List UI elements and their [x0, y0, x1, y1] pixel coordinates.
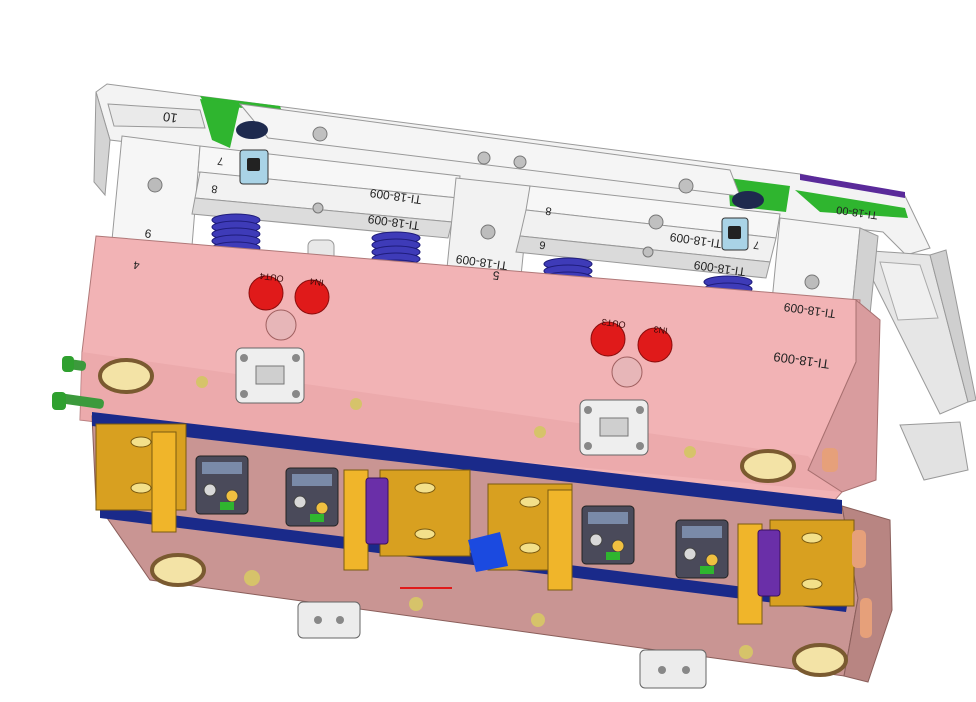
bottom-clamp-right	[639, 649, 707, 689]
port-in4	[294, 279, 330, 315]
green-edge-strip-right	[795, 190, 908, 218]
plate-label-5: 5	[492, 268, 501, 283]
ejector-unit-1	[195, 455, 249, 515]
port-in3	[637, 327, 673, 363]
main-plate	[79, 235, 881, 509]
port-out4	[248, 275, 284, 311]
axis-marker	[468, 532, 508, 572]
green-block-left	[200, 99, 240, 148]
ejector-unit-3	[581, 505, 635, 565]
purple-guide-1	[365, 477, 389, 545]
part-number-top-right: TI-18-00	[836, 203, 879, 221]
plate-label-7-right: 7	[753, 238, 761, 251]
plate-label-6-right: 6	[539, 238, 547, 251]
port-label-in4: IN4	[309, 276, 324, 288]
port-out3	[590, 321, 626, 357]
port-bore-left	[265, 309, 297, 341]
port-label-in3: IN3	[653, 324, 668, 336]
port-label-out3: OUT3	[601, 317, 626, 330]
port-bore-right	[611, 356, 643, 388]
latch-clamp-right	[579, 399, 649, 456]
yellow-post-1	[151, 431, 177, 533]
purple-edge-strip	[800, 174, 905, 198]
bottom-clamp-left	[297, 601, 361, 639]
ejector-unit-2	[285, 467, 339, 527]
yellow-post-2	[343, 469, 369, 571]
plate-label-9-left: 9	[144, 226, 153, 241]
plate-label-4: 4	[133, 258, 141, 271]
ejector-mechanism-group	[195, 455, 729, 579]
bolt-head-right	[732, 191, 764, 209]
bolt-head-left	[236, 121, 268, 139]
purple-guide-2	[757, 529, 781, 597]
side-fittings	[822, 448, 872, 638]
port-label-out4: OUT4	[259, 271, 284, 284]
plate-label-8-right: 8	[545, 204, 553, 217]
ejector-unit-4	[675, 519, 729, 579]
latch-clamp-left	[235, 347, 305, 404]
yellow-post-3	[547, 489, 573, 591]
plate-label-10: 10	[162, 109, 178, 126]
right-side-blocks	[857, 249, 976, 481]
plate-label-8-left: 8	[211, 182, 219, 195]
plate-label-7-left: 7	[217, 154, 225, 167]
guide-pins	[52, 356, 104, 410]
